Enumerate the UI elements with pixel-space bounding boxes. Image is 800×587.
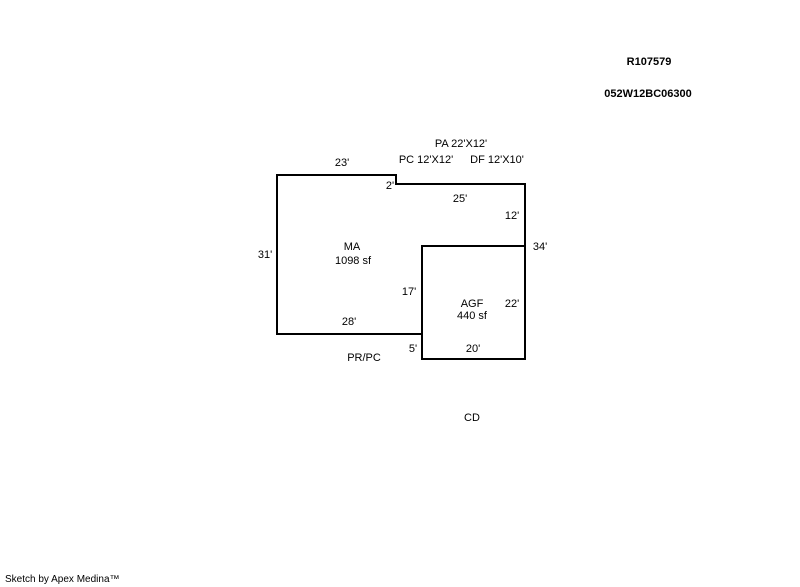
parcel-id: R107579 — [626, 56, 672, 68]
map-number: 052W12BC06300 — [604, 88, 692, 100]
dim-34: 34' — [532, 241, 548, 253]
ma-code: MA — [343, 241, 361, 253]
df-label: DF 12'X10' — [470, 154, 524, 166]
ma-area: 1098 sf — [334, 255, 372, 267]
prpc-label: PR/PC — [347, 352, 381, 364]
dim-2: 2' — [385, 180, 395, 192]
dim-5: 5' — [408, 343, 418, 355]
dim-22: 22' — [504, 298, 520, 310]
dim-31: 31' — [257, 249, 273, 261]
ma-outline — [276, 174, 526, 335]
agf-outline — [421, 245, 526, 360]
agf-area: 440 sf — [457, 310, 487, 322]
cd-label: CD — [464, 412, 480, 424]
dim-20: 20' — [465, 343, 481, 355]
dim-23: 23' — [334, 157, 350, 169]
dim-12: 12' — [504, 210, 520, 222]
dim-25: 25' — [452, 193, 468, 205]
dim-28: 28' — [341, 316, 357, 328]
dim-17: 17' — [401, 286, 417, 298]
pa-label: PA 22'X12' — [434, 138, 488, 150]
sketch-credit: Sketch by Apex Medina™ — [5, 574, 120, 585]
agf-code: AGF — [460, 298, 484, 310]
pc-label: PC 12'X12' — [398, 154, 454, 166]
